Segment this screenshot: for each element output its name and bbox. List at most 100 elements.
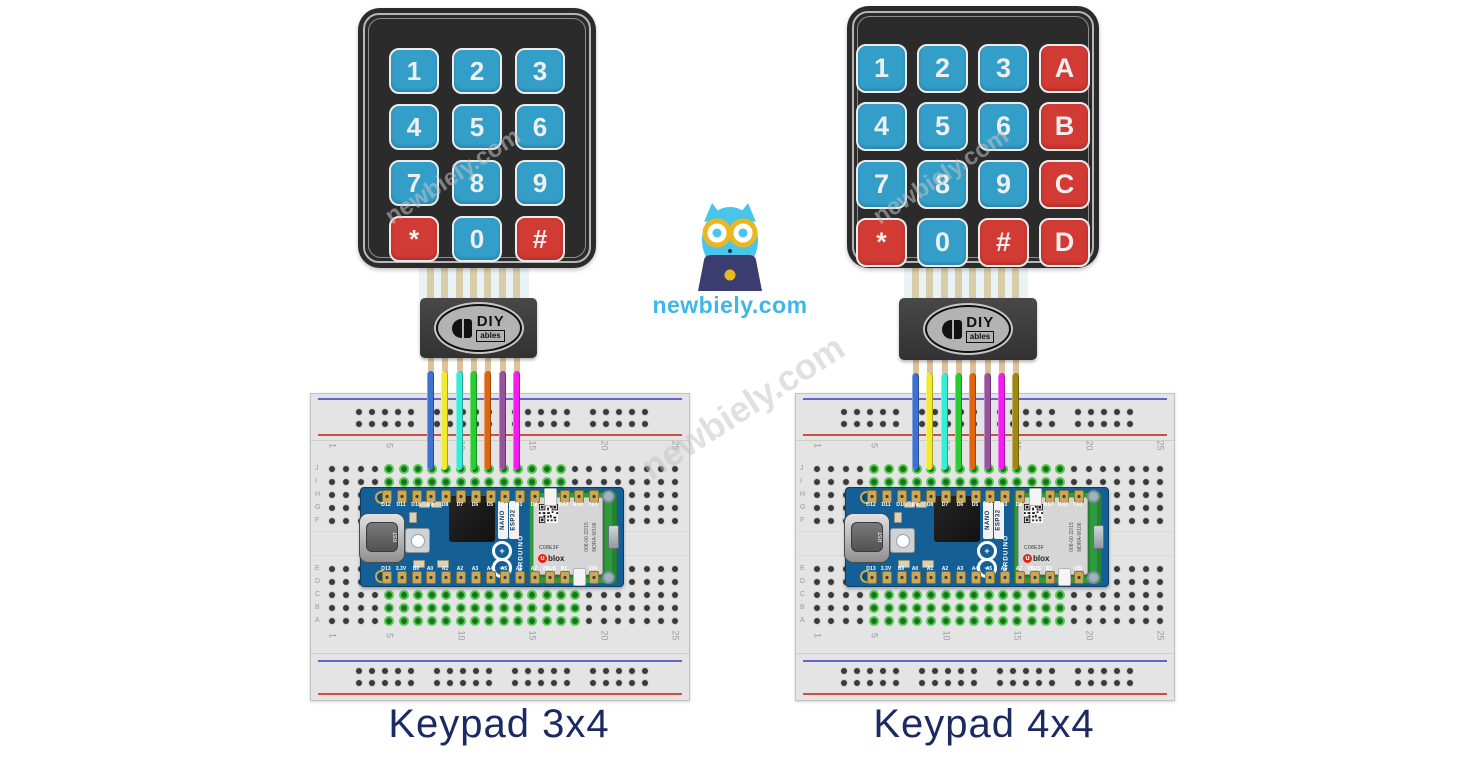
pin-label: D8 <box>441 502 449 508</box>
row-letter: E <box>315 565 320 572</box>
rail-hole <box>564 409 570 415</box>
ribbon-stripe <box>441 268 449 300</box>
rail-hole <box>590 680 596 686</box>
wire-2 <box>441 371 449 470</box>
connector-pin <box>513 355 520 373</box>
board-hole <box>971 592 978 598</box>
board-hole <box>357 592 364 598</box>
ublox-u-icon: u <box>1023 554 1032 563</box>
pin-pad <box>1029 571 1040 584</box>
keypad-key-*: * <box>389 216 439 262</box>
rail-hole <box>945 421 951 427</box>
board-hole <box>1014 592 1021 598</box>
rail-hole <box>919 409 925 415</box>
rail-hole <box>460 421 466 427</box>
rail-hole <box>867 421 873 427</box>
board-hole <box>586 466 593 472</box>
rail-hole <box>525 668 531 674</box>
pin-label: D9 <box>427 502 434 508</box>
rail-hole <box>1010 680 1016 686</box>
board-hole <box>343 618 350 624</box>
board-hole <box>999 479 1006 485</box>
board-hole <box>914 618 921 624</box>
rail-hole <box>395 421 401 427</box>
rail-hole <box>841 668 847 674</box>
rail-hole <box>408 680 414 686</box>
row-letter: C <box>800 591 806 598</box>
board-hole <box>942 592 949 598</box>
wire-7 <box>997 373 1005 470</box>
board-hole <box>329 592 335 598</box>
board-hole <box>400 592 407 598</box>
wire-4 <box>470 371 477 470</box>
keypad-key-*: * <box>856 218 907 267</box>
board-hole <box>629 618 636 624</box>
rail-hole <box>460 409 466 415</box>
model-tag-nano: NANO <box>983 501 993 539</box>
board-hole <box>386 605 393 611</box>
rail-hole <box>1049 409 1055 415</box>
board-hole <box>928 618 935 624</box>
board-hole <box>629 605 636 611</box>
keypad-key-A: A <box>1039 44 1090 93</box>
board-hole <box>572 605 579 611</box>
rail-hole <box>997 680 1003 686</box>
pin-pad <box>911 571 922 584</box>
pin-label: RST <box>558 502 569 508</box>
keypad-key-1: 1 <box>389 48 439 94</box>
rail-hole <box>867 409 873 415</box>
pin-pad <box>985 571 996 584</box>
board-hole <box>343 592 350 598</box>
row-letter: F <box>315 517 320 524</box>
pin-label: D4 <box>501 502 508 508</box>
row-letter: H <box>800 491 806 498</box>
rail-hole <box>382 421 388 427</box>
ribbon-cable <box>904 268 1029 300</box>
board-hole <box>486 618 493 624</box>
board-hole <box>814 579 820 585</box>
board-hole <box>1114 466 1121 472</box>
rail-hole <box>382 668 388 674</box>
keypad-key-2: 2 <box>917 44 968 93</box>
pin-pad <box>1044 490 1055 503</box>
board-hole <box>586 479 593 485</box>
board-hole <box>842 466 849 472</box>
rail-hole <box>616 421 622 427</box>
board-hole <box>1157 605 1164 611</box>
board-hole <box>1128 605 1135 611</box>
board-hole <box>871 618 878 624</box>
pin-label: A6 <box>515 566 523 572</box>
board-hole <box>842 605 849 611</box>
rail-hole <box>932 668 938 674</box>
board-hole <box>457 618 464 624</box>
rail-hole <box>919 421 925 427</box>
board-hole <box>629 505 636 511</box>
keypad-key-9: 9 <box>978 160 1029 209</box>
pin-label: A4 <box>486 566 493 572</box>
board-hole <box>643 479 650 485</box>
rail-hole <box>538 421 544 427</box>
board-hole <box>1014 605 1021 611</box>
row-letter: G <box>315 504 321 511</box>
keypad-key-#: # <box>978 218 1029 267</box>
board-hole <box>1028 466 1035 472</box>
rail-hole <box>369 668 375 674</box>
pin-label: D5 <box>486 502 493 508</box>
rail-hole <box>629 421 635 427</box>
board-hole <box>1071 618 1078 624</box>
keypad-key-B: B <box>1039 102 1090 151</box>
rail-hole <box>486 668 492 674</box>
usb-slot <box>851 522 883 552</box>
board-hole <box>871 466 878 472</box>
pin-label: D10 <box>895 502 906 508</box>
keypad-key-3: 3 <box>515 48 565 94</box>
pin-label: D7 <box>941 502 949 508</box>
board-hole <box>529 592 536 598</box>
pin-pad <box>470 490 481 503</box>
board-seam <box>796 653 1174 654</box>
pin-pad <box>911 490 922 503</box>
board-hole <box>672 605 679 611</box>
board-hole <box>899 618 906 624</box>
rail-hole <box>932 421 938 427</box>
pin-label: D7 <box>456 502 464 508</box>
